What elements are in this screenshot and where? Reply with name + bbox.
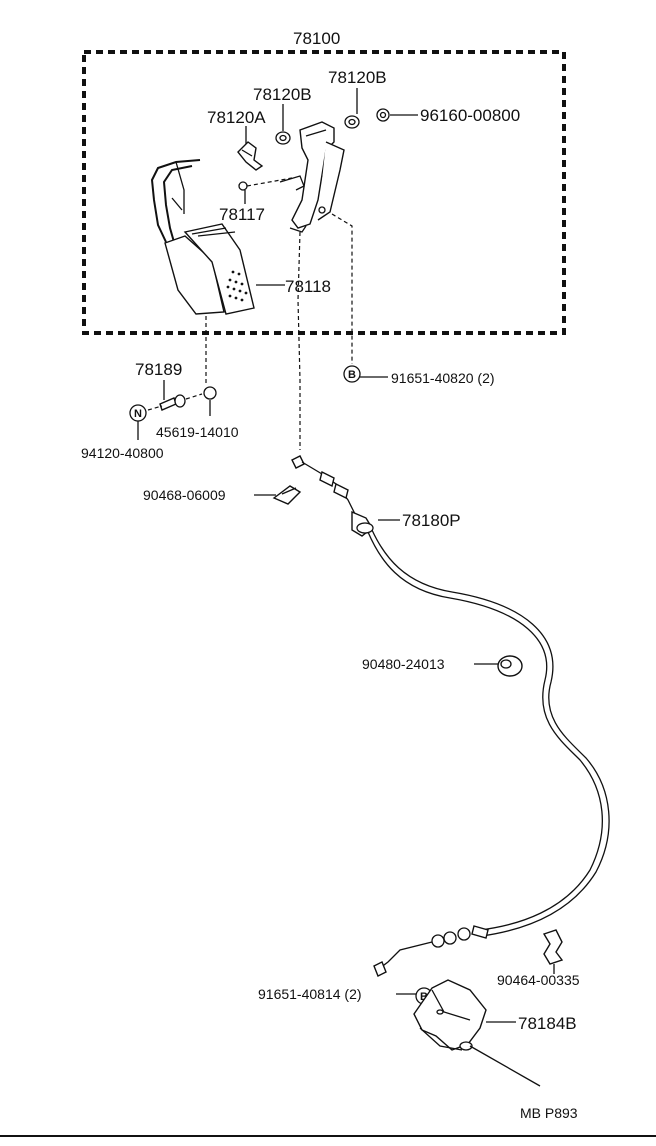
label-clip: 90464-00335 xyxy=(497,972,580,988)
label-bushing-b-left: 78120B xyxy=(253,85,312,104)
label-stopper-bolt: 78189 xyxy=(135,360,182,379)
pedal-pad xyxy=(164,223,255,315)
label-nut-n: 94120-40800 xyxy=(81,445,164,461)
svg-text:B: B xyxy=(348,369,356,381)
label-washer: 45619-14010 xyxy=(156,424,239,440)
label-grommet: 90480-24013 xyxy=(362,656,445,672)
label-bolt-b-upper: 91651-40820 (2) xyxy=(391,370,495,386)
svg-text:N: N xyxy=(134,408,142,420)
nut-right xyxy=(376,108,390,122)
label-bolt-b-lower: 91651-40814 (2) xyxy=(258,986,362,1002)
label-spring: 78117 xyxy=(219,205,265,224)
marker-b-upper: B xyxy=(343,365,361,383)
spring xyxy=(238,175,305,191)
bushing-a xyxy=(237,141,264,171)
washer xyxy=(203,386,217,400)
cable-bracket xyxy=(413,979,541,1087)
label-assembly: 78100 xyxy=(293,29,340,48)
stopper-bolt xyxy=(159,394,186,411)
assembly-box xyxy=(82,50,566,335)
label-bracket: 78184B xyxy=(518,1014,577,1033)
clip xyxy=(542,929,564,965)
page-code: MB P893 xyxy=(520,1105,578,1121)
bushing-b-left xyxy=(275,131,291,145)
accelerator-cable xyxy=(291,455,610,977)
label-cable: 78180P xyxy=(402,511,461,530)
grommet xyxy=(497,655,523,677)
label-bushing-b-right: 78120B xyxy=(328,68,387,87)
pedal-bracket xyxy=(289,121,345,233)
bushing-b-right xyxy=(344,115,360,129)
pedal-pad-dots xyxy=(226,270,248,302)
label-bushing-a: 78120A xyxy=(207,108,266,127)
svg-text:B: B xyxy=(420,991,428,1003)
label-pedal-pad: 78118 xyxy=(285,277,331,296)
pedal-arm xyxy=(150,159,201,243)
clamp xyxy=(272,485,302,505)
marker-n: N xyxy=(129,404,147,422)
label-clamp: 90468-06009 xyxy=(143,487,226,503)
label-nut-right: 96160-00800 xyxy=(420,106,520,125)
